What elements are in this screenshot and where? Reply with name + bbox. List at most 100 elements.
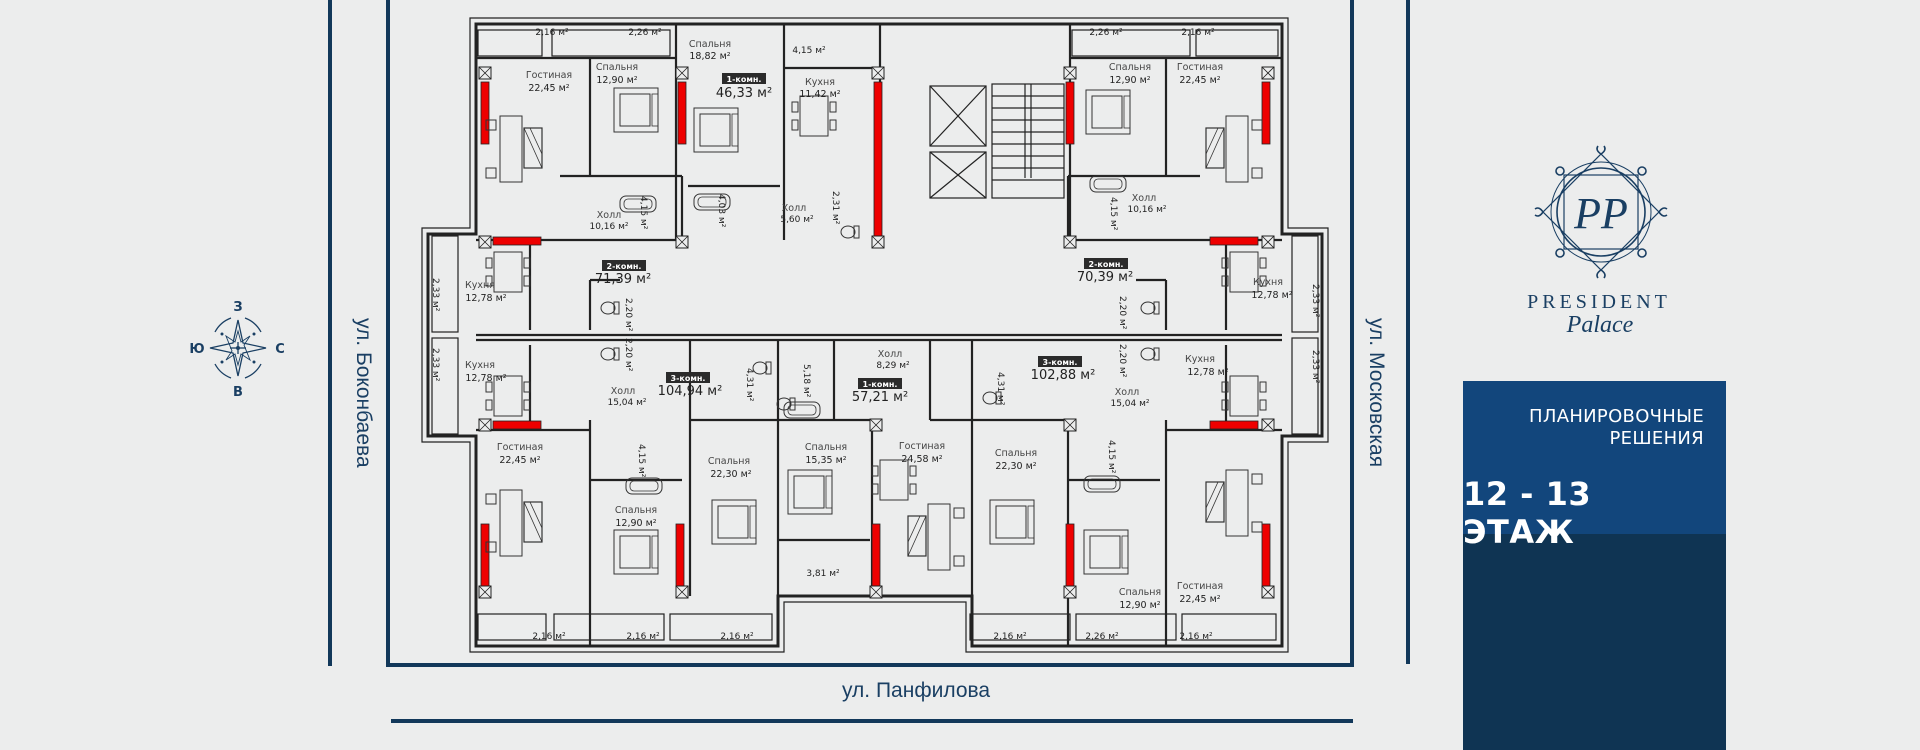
apartment-area: 102,88 м²: [1031, 368, 1096, 383]
room-area: 22,45 м²: [499, 455, 540, 466]
room-name: Холл: [611, 386, 635, 397]
area-label: 2,16 м²: [535, 28, 569, 38]
room-area: 22,30 м²: [710, 469, 751, 480]
room-area: 12,78 м²: [1187, 367, 1228, 378]
room-area: 10,16 м²: [1127, 205, 1166, 215]
apartment-badge: 1-комн.: [858, 378, 902, 389]
apartment-area: 46,33 м²: [716, 86, 772, 101]
room-area: 12,90 м²: [1119, 600, 1160, 611]
room-name: Гостиная: [1177, 62, 1223, 73]
street-line-right-inner: [1350, 0, 1354, 667]
room-area: 22,30 м²: [995, 461, 1036, 472]
area-label: 2,26 м²: [1085, 632, 1119, 642]
monogram-emblem-icon: PP: [1534, 145, 1668, 279]
svg-text:3-комн.: 3-комн.: [671, 374, 706, 383]
room-area: 15,04 м²: [607, 398, 646, 408]
room-name: Спальня: [1109, 62, 1151, 73]
room-name: Кухня: [1185, 354, 1215, 365]
area-label: 2,16 м²: [626, 632, 660, 642]
area-label: 2,20 м²: [623, 298, 633, 332]
room-name: Спальня: [1119, 587, 1161, 598]
area-label: 4,15 м²: [638, 196, 648, 230]
room-area: 12,90 м²: [1109, 75, 1150, 86]
svg-text:2-комн.: 2-комн.: [1089, 260, 1124, 269]
apartment-labels: 1-комн. 46,33 м² 2-комн. 71,39 м² 2-комн…: [595, 73, 1133, 405]
brand-logo: PP: [1520, 140, 1720, 350]
room-area: 5,60 м²: [780, 215, 814, 225]
apartment-area: 104,94 м²: [658, 384, 723, 399]
area-label: 2,20 м²: [623, 338, 633, 372]
svg-text:2-комн.: 2-комн.: [607, 262, 642, 271]
room-name: Спальня: [708, 456, 750, 467]
room-name: Гостиная: [526, 70, 572, 81]
room-area: 12,78 м²: [1251, 290, 1292, 301]
room-name: Холл: [1115, 387, 1139, 398]
compass-north: З: [233, 300, 242, 315]
street-line-left-inner: [386, 0, 390, 667]
room-area: 18,82 м²: [689, 51, 730, 62]
room-name: Кухня: [805, 77, 835, 88]
room-area: 15,04 м²: [1110, 399, 1149, 409]
room-area: 10,16 м²: [589, 222, 628, 232]
area-label: 2,33 м²: [1310, 350, 1320, 384]
room-name: Гостиная: [899, 441, 945, 452]
apartment-badge: 3-комн.: [666, 372, 710, 383]
room-name: Холл: [878, 349, 902, 360]
area-label: 4,15 м²: [1108, 197, 1118, 231]
apartment-area: 71,39 м²: [595, 272, 651, 287]
compass-south: В: [233, 385, 243, 398]
street-line-bottom-inner: [386, 663, 1354, 667]
svg-text:3-комн.: 3-комн.: [1043, 358, 1078, 367]
area-label: 2,26 м²: [1089, 28, 1123, 38]
area-label: 2,33 м²: [1310, 284, 1320, 318]
room-name: Гостиная: [497, 442, 543, 453]
room-name: Спальня: [689, 39, 731, 50]
apartment-badge: 2-комн.: [1084, 258, 1128, 269]
room-area: 8,29 м²: [876, 361, 910, 371]
room-area: 22,45 м²: [528, 83, 569, 94]
room-area: 12,78 м²: [465, 293, 506, 304]
apartment-area: 57,21 м²: [852, 390, 908, 405]
svg-text:1-комн.: 1-комн.: [863, 380, 898, 389]
room-name: Спальня: [805, 442, 847, 453]
apartment-badge: 2-комн.: [602, 260, 646, 271]
room-area: 12,78 м²: [465, 373, 506, 384]
area-label: 2,20 м²: [1117, 344, 1127, 378]
area-label: 4,15 м²: [792, 46, 826, 56]
apartment-area: 70,39 м²: [1077, 270, 1133, 285]
room-name: Кухня: [465, 360, 495, 371]
area-label: 4,15 м²: [1106, 440, 1116, 474]
room-name: Спальня: [995, 448, 1037, 459]
room-area: 24,58 м²: [901, 454, 942, 465]
monogram-text: PP: [1573, 189, 1628, 238]
compass-rose: З В Ю С: [188, 298, 288, 400]
street-label-bottom: ул. Панфилова: [842, 679, 991, 702]
brand-name: PRESIDENT: [1527, 291, 1671, 313]
apartment-badge: 1-комн.: [722, 73, 766, 84]
street-line-right-outer: [1406, 0, 1410, 664]
area-label: 2,26 м²: [628, 28, 662, 38]
compass-east: С: [275, 342, 285, 357]
room-area: 12,90 м²: [596, 75, 637, 86]
room-area: 22,45 м²: [1179, 75, 1220, 86]
area-label: 2,33 м²: [430, 348, 440, 382]
area-label: 2,16 м²: [993, 632, 1027, 642]
street-line-bottom-outer: [391, 719, 1353, 723]
room-name: Холл: [782, 203, 806, 214]
area-label: 2,16 м²: [720, 632, 754, 642]
area-label: 2,20 м²: [1117, 296, 1127, 330]
area-label: 4,31 м²: [995, 372, 1005, 406]
area-label: 5,18 м²: [801, 364, 811, 398]
area-label: 4,15 м²: [636, 444, 646, 478]
floor-info-panel: ПЛАНИРОВОЧНЫЕ РЕШЕНИЯ 12 - 13 ЭТАЖ: [1463, 381, 1726, 750]
street-line-left-outer: [328, 0, 332, 666]
room-area: 11,42 м²: [799, 89, 840, 100]
area-label: 2,16 м²: [532, 632, 566, 642]
panel-title-line2: РЕШЕНИЯ: [1609, 428, 1704, 449]
svg-text:1-комн.: 1-комн.: [727, 75, 762, 84]
area-label: 2,16 м²: [1179, 632, 1213, 642]
room-name: Холл: [597, 210, 621, 221]
apartment-badge: 3-комн.: [1038, 356, 1082, 367]
area-label: 2,33 м²: [430, 278, 440, 312]
